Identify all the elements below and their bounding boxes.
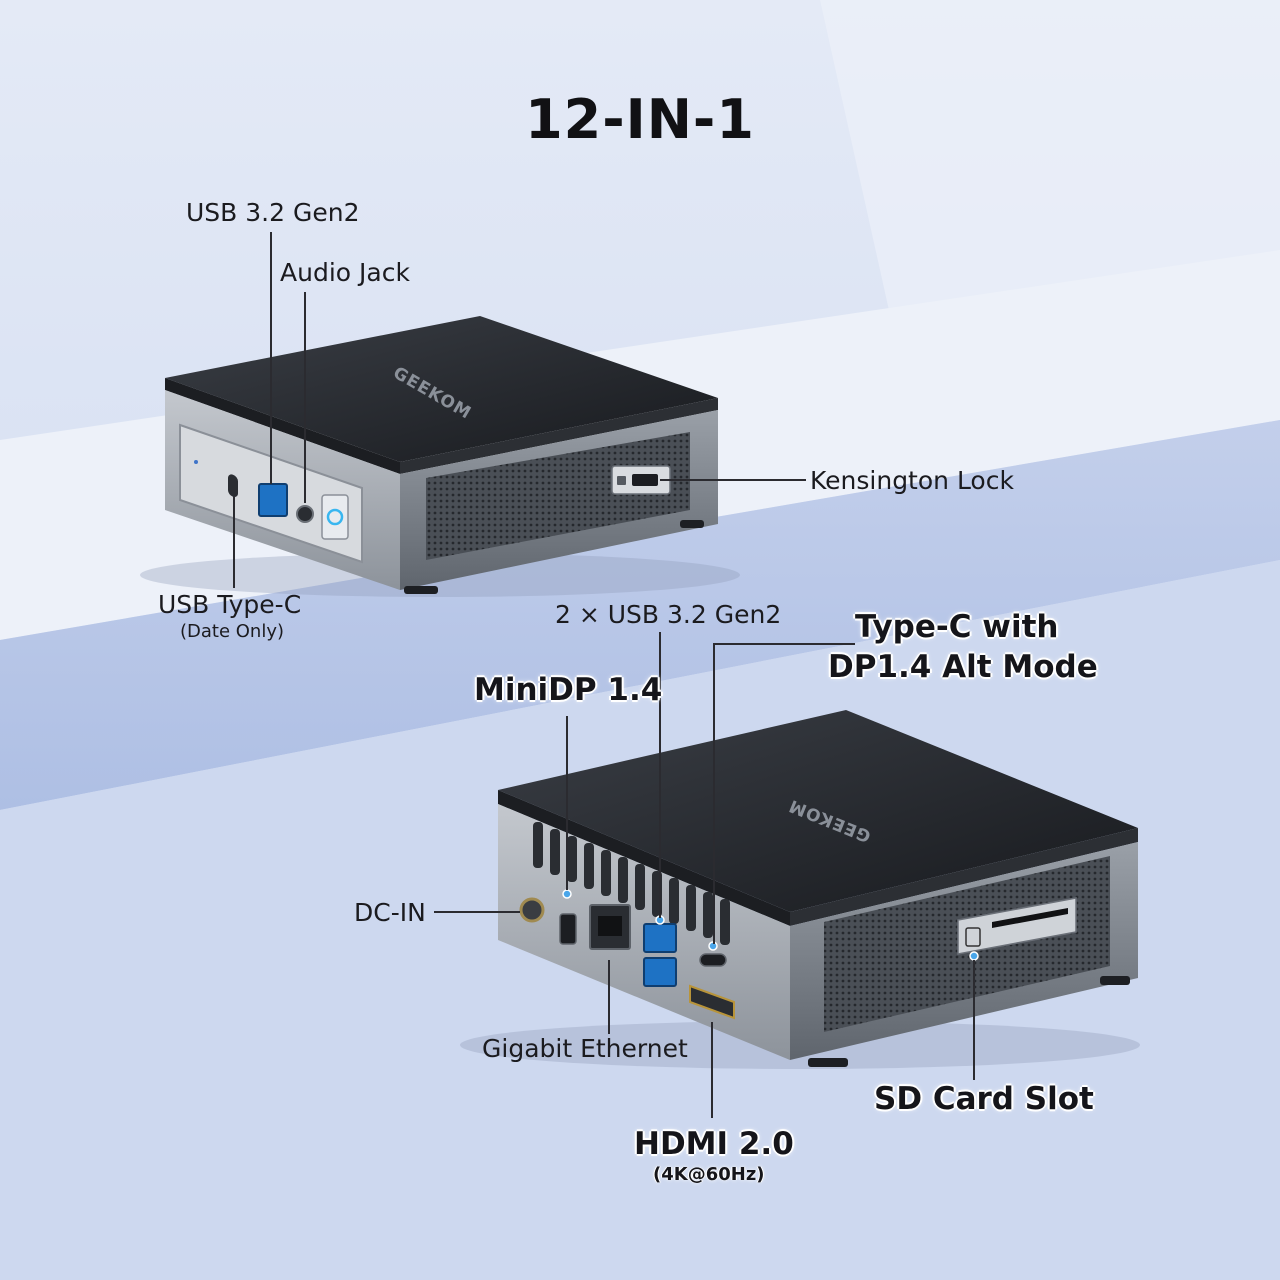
label-hdmi-note: (4K@60Hz) bbox=[653, 1164, 765, 1185]
usb-a-port-rear-1[interactable] bbox=[643, 923, 677, 953]
lid-top bbox=[165, 316, 718, 462]
kensington-lock-hole bbox=[632, 474, 658, 486]
usb-c-port-rear[interactable] bbox=[699, 953, 727, 967]
ethernet-port-inner bbox=[598, 916, 622, 936]
label-sd-card-slot: SD Card Slot bbox=[874, 1081, 1094, 1117]
page-title: 12-IN-1 bbox=[525, 88, 755, 151]
audio-jack-port[interactable] bbox=[296, 505, 314, 523]
led-icon bbox=[194, 460, 198, 464]
lid-lip-right bbox=[400, 398, 718, 474]
label-usb-type-c-note: (Date Only) bbox=[180, 621, 285, 642]
power-button[interactable] bbox=[321, 494, 349, 540]
foot bbox=[680, 520, 704, 528]
foot bbox=[808, 1058, 848, 1067]
sd-card-slot[interactable] bbox=[992, 908, 1068, 928]
lid-lip bbox=[498, 790, 790, 926]
foot bbox=[404, 586, 438, 594]
lid-top bbox=[498, 710, 1138, 912]
label-usb-type-c: USB Type-C bbox=[158, 590, 302, 619]
sd-card-icon bbox=[965, 927, 981, 947]
hdmi-port[interactable] bbox=[689, 984, 735, 1020]
port-markers bbox=[562, 889, 979, 961]
lid-lip-right bbox=[790, 828, 1138, 926]
vent-fins bbox=[533, 822, 730, 945]
label-hdmi: HDMI 2.0 bbox=[634, 1126, 794, 1162]
label-audio-jack: Audio Jack bbox=[280, 258, 410, 287]
label-type-c-line2: DP1.4 Alt Mode bbox=[828, 649, 1098, 685]
label-usb32-gen2-front: USB 3.2 Gen2 bbox=[186, 198, 360, 227]
label-gigabit-ethernet: Gigabit Ethernet bbox=[482, 1034, 688, 1063]
label-minidp: MiniDP 1.4 bbox=[474, 672, 663, 708]
label-dc-in: DC-IN bbox=[354, 898, 426, 927]
leader-lines-top bbox=[233, 232, 806, 588]
usb-a-port-front[interactable] bbox=[258, 483, 288, 517]
mini-pc-front-view: GEEKOM bbox=[140, 316, 740, 597]
label-kensington-lock: Kensington Lock bbox=[810, 466, 1014, 495]
shelf-front bbox=[0, 420, 1280, 810]
mini-pc-rear-view: GEEKOM bbox=[460, 710, 1140, 1069]
usb-a-port-rear-2[interactable] bbox=[643, 957, 677, 987]
side-mesh bbox=[426, 432, 690, 560]
lid-lip bbox=[165, 378, 400, 474]
minidp-port[interactable] bbox=[559, 913, 577, 945]
usb-c-port-front[interactable] bbox=[228, 473, 238, 498]
leader-lines-bottom bbox=[434, 632, 975, 1118]
lock-icon bbox=[617, 476, 626, 485]
dc-in-port[interactable] bbox=[519, 897, 545, 923]
leader-type-c bbox=[713, 643, 855, 944]
foot bbox=[1100, 976, 1130, 985]
label-type-c-line1: Type-C with bbox=[855, 609, 1059, 645]
label-usb32-gen2-rear: 2 × USB 3.2 Gen2 bbox=[555, 600, 782, 629]
power-icon bbox=[326, 508, 344, 526]
